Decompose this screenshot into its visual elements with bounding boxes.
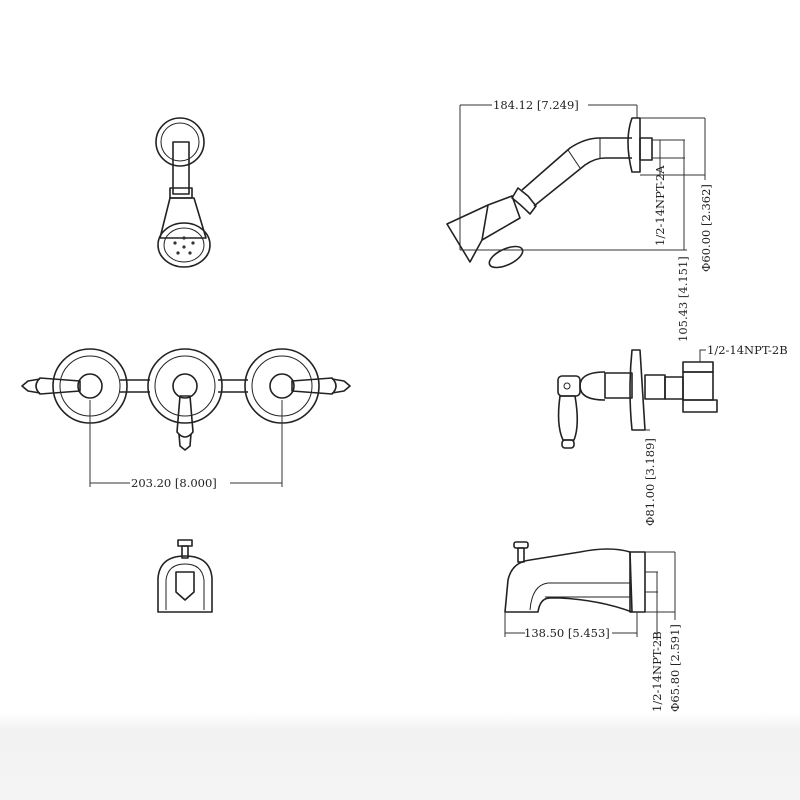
tub-spout-front-view — [157, 539, 213, 613]
shower-head-front-view — [155, 117, 211, 268]
handles-front-view — [21, 348, 351, 487]
handle-spacing-dimension: 203.20 [8.000] — [131, 476, 217, 490]
tub-spout-side-view — [504, 541, 676, 640]
shower-width-dimension: 184.12 [7.249] — [493, 98, 579, 112]
spout-outlet-dimension: Φ65.80 [2.591] — [668, 624, 682, 712]
spout-length-dimension: 138.50 [5.453] — [524, 626, 610, 640]
valve-flange-dimension: Φ81.00 [3.189] — [643, 438, 657, 526]
spout-thread-label: 1/2-14NPT-2B — [650, 631, 664, 712]
shower-flange-dimension: Φ60.00 [2.362] — [699, 184, 713, 272]
valve-side-view — [557, 349, 718, 449]
valve-thread-label: 1/2-14NPT-2B — [707, 343, 788, 357]
shower-side-view — [446, 104, 706, 269]
shower-drop-dimension: 105.43 [4.151] — [676, 256, 690, 342]
shower-thread-label: 1/2-14NPT-2A — [653, 165, 667, 246]
